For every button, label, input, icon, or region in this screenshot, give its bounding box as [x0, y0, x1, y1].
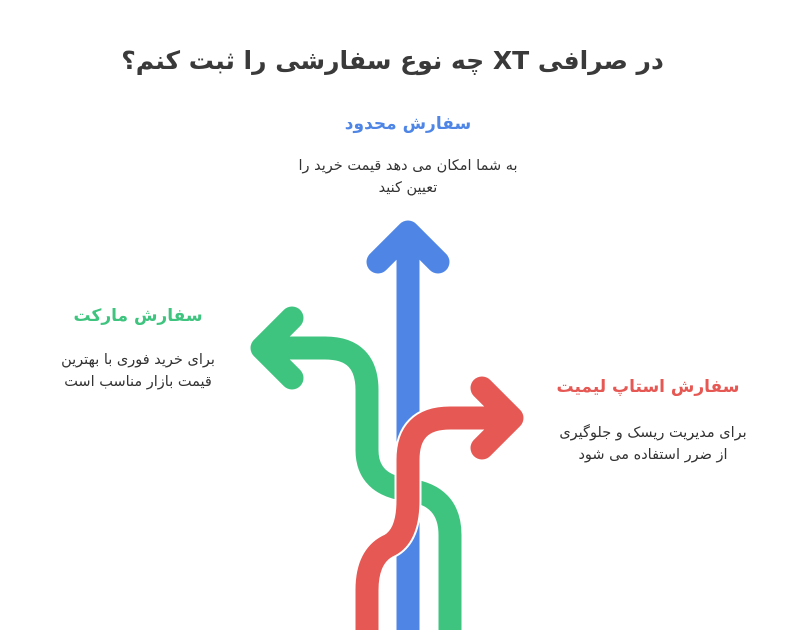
market-desc-line2: قیمت بازار مناسب است: [64, 374, 212, 390]
market-heading: سفارش مارکت: [73, 306, 203, 326]
stop-limit-desc-line1: برای مدیریت ریسک و جلوگیری: [559, 425, 747, 441]
stop-limit-desc-line2: از ضرر استفاده می شود: [578, 447, 728, 463]
limit-heading: سفارش محدود: [344, 114, 472, 134]
limit-desc-line1: به شما امکان می دهد قیمت خرید را: [298, 158, 518, 174]
stop-limit-arrow: [355, 376, 524, 630]
market-desc-line1: برای خرید فوری با بهترین: [61, 352, 215, 368]
market-arrow: [250, 306, 462, 630]
stop-limit-heading: سفارش استاپ لیمیت: [556, 377, 740, 397]
diagram-title: در صرافی XT چه نوع سفارشی را ثبت کنم؟: [121, 46, 664, 75]
limit-desc-line2: تعیین کنید: [378, 180, 438, 196]
